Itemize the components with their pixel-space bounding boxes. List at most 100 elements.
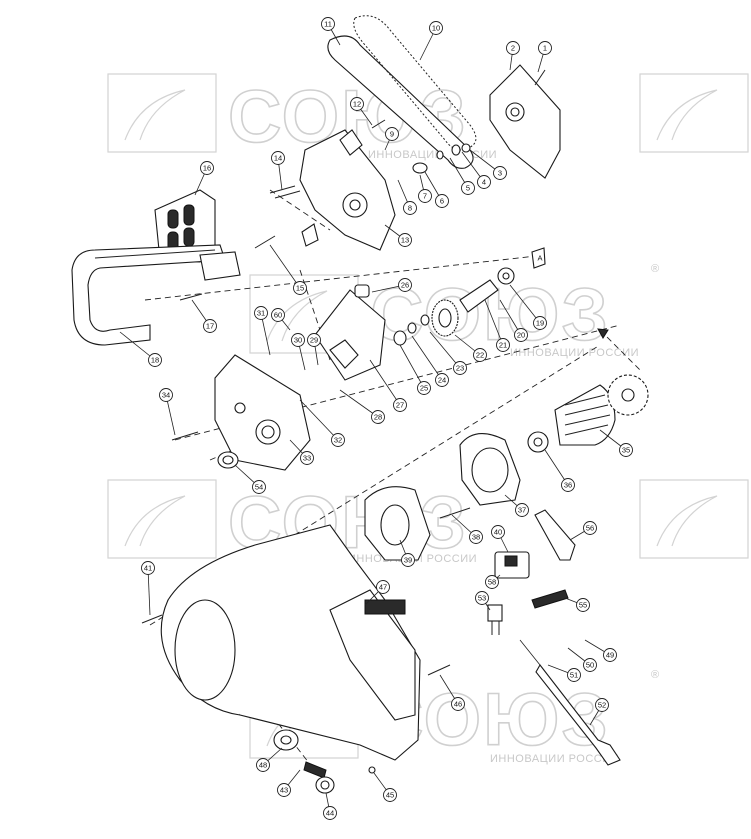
callout-number: 54 bbox=[255, 483, 263, 492]
callout-circle bbox=[475, 591, 489, 605]
callout-number: 31 bbox=[257, 309, 265, 318]
callout-circle bbox=[271, 151, 285, 165]
callout-number: 16 bbox=[203, 164, 211, 173]
callout-46: 46 bbox=[439, 674, 465, 711]
callout-51: 51 bbox=[547, 664, 581, 682]
callout-circle bbox=[385, 127, 399, 141]
callout-circle bbox=[429, 21, 443, 35]
callout-number: 58 bbox=[488, 578, 496, 587]
callout-circle bbox=[493, 166, 507, 180]
switch-lever bbox=[534, 509, 576, 561]
callout-number: 7 bbox=[423, 192, 427, 201]
callout-circle bbox=[515, 503, 529, 517]
callout-number: 50 bbox=[586, 661, 594, 670]
callout-number: 4 bbox=[482, 178, 486, 187]
callout-number: 55 bbox=[579, 601, 587, 610]
callout-24: 24 bbox=[411, 335, 449, 387]
callout-12: 12 bbox=[350, 97, 373, 126]
callout-number: 2 bbox=[511, 44, 515, 53]
callout-number: 45 bbox=[386, 791, 394, 800]
callout-leader bbox=[411, 335, 443, 381]
callout-number: 20 bbox=[517, 331, 525, 340]
callout-4: 4 bbox=[461, 151, 491, 189]
callout-34: 34 bbox=[159, 388, 176, 436]
callout-45: 45 bbox=[373, 772, 397, 802]
callout-circle bbox=[576, 598, 590, 612]
callout-leader bbox=[147, 567, 151, 616]
callout-6: 6 bbox=[424, 171, 449, 208]
callout-40: 40 bbox=[491, 525, 509, 553]
callout-8: 8 bbox=[397, 179, 417, 215]
watermark-subtitle: ИННОВАЦИИ РОССИИ bbox=[490, 753, 619, 765]
callout-50: 50 bbox=[567, 647, 597, 672]
callout-circle bbox=[148, 353, 162, 367]
callout-5: 5 bbox=[449, 157, 475, 195]
washers bbox=[393, 143, 471, 346]
callout-number: 3 bbox=[498, 169, 502, 178]
callout-58: 58 bbox=[485, 574, 501, 589]
callout-38: 38 bbox=[451, 514, 483, 544]
watermark-registered: ® bbox=[651, 669, 659, 681]
watermark-frame bbox=[107, 73, 217, 153]
callout-25: 25 bbox=[399, 344, 431, 395]
callout-number: 49 bbox=[606, 651, 614, 660]
callout-number: 23 bbox=[456, 364, 464, 373]
callout-circle bbox=[477, 175, 491, 189]
callout-number: 29 bbox=[310, 336, 318, 345]
callout-number: 51 bbox=[570, 671, 578, 680]
callout-circle bbox=[383, 788, 397, 802]
callout-number: 26 bbox=[401, 281, 409, 290]
callout-29: 29 bbox=[307, 333, 321, 366]
callout-leader bbox=[429, 331, 461, 369]
callout-number: 60 bbox=[274, 311, 282, 320]
callout-15: 15 bbox=[269, 244, 307, 295]
armature-bearing bbox=[527, 431, 549, 453]
callout-circle bbox=[403, 201, 417, 215]
callout-circle bbox=[603, 648, 617, 662]
callout-circle bbox=[141, 561, 155, 575]
direction-arrow bbox=[597, 328, 609, 339]
callout-circle bbox=[417, 381, 431, 395]
callout-circle bbox=[398, 233, 412, 247]
callout-number: 48 bbox=[259, 761, 267, 770]
watermark-frame bbox=[107, 479, 217, 559]
callout-circle bbox=[619, 443, 633, 457]
fan-baffle bbox=[459, 433, 521, 506]
callout-26: 26 bbox=[371, 278, 412, 293]
callout-circle bbox=[595, 698, 609, 712]
callout-circle bbox=[371, 410, 385, 424]
callout-10: 10 bbox=[419, 21, 443, 61]
callout-53: 53 bbox=[475, 591, 491, 611]
watermark-logo-icon bbox=[124, 89, 186, 141]
watermark-frame bbox=[639, 479, 749, 559]
callout-13: 13 bbox=[384, 224, 412, 247]
callout-circle bbox=[271, 308, 285, 322]
callout-number: 25 bbox=[420, 384, 428, 393]
watermark-logo-icon bbox=[124, 495, 186, 547]
callout-39: 39 bbox=[399, 539, 415, 567]
watermark-frame bbox=[639, 73, 749, 153]
guide-bar bbox=[327, 35, 474, 169]
callout-number: 40 bbox=[494, 528, 502, 537]
callout-circle bbox=[300, 451, 314, 465]
callout-number: 11 bbox=[324, 20, 332, 29]
callout-circle bbox=[293, 281, 307, 295]
callout-18: 18 bbox=[119, 331, 162, 367]
callout-circle bbox=[350, 97, 364, 111]
callout-number: 35 bbox=[622, 446, 630, 455]
callout-number: 52 bbox=[598, 701, 606, 710]
callout-leader bbox=[369, 359, 401, 406]
callout-number: 47 bbox=[379, 583, 387, 592]
callout-31: 31 bbox=[254, 306, 271, 356]
callout-52: 52 bbox=[589, 698, 609, 726]
callout-16: 16 bbox=[194, 161, 214, 196]
watermark-subtitle: ИННОВАЦИИ РОССИИ bbox=[510, 347, 639, 359]
gear-housing-cover bbox=[214, 354, 311, 471]
callout-32: 32 bbox=[299, 399, 345, 447]
bearing bbox=[217, 451, 239, 469]
callout-number: 41 bbox=[144, 564, 152, 573]
callout-27: 27 bbox=[369, 359, 407, 412]
callout-number: 37 bbox=[518, 506, 526, 515]
callout-number: 13 bbox=[401, 236, 409, 245]
